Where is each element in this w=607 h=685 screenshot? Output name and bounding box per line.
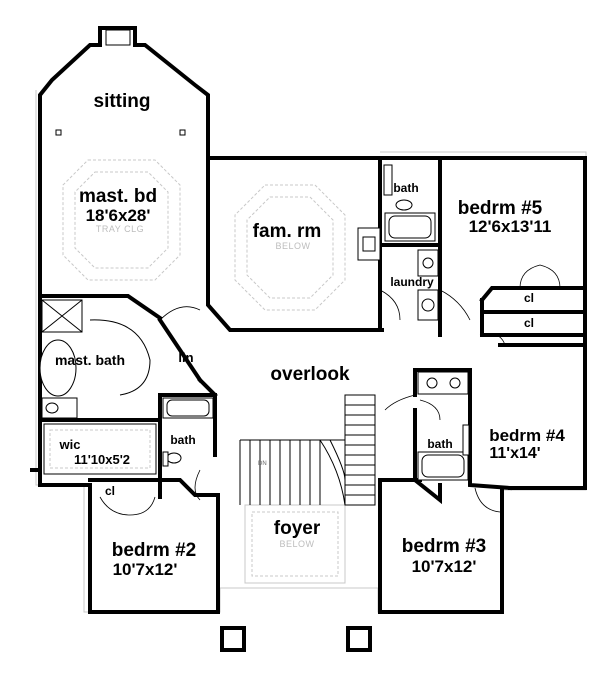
label-foyer: foyer — [274, 518, 321, 539]
label-bedroom3: bedrm #3 — [402, 536, 486, 557]
label-stair-dn: DN — [258, 461, 267, 467]
label-bedroom4: bedrm #4 — [489, 426, 565, 445]
label-family-below: BELOW — [275, 241, 310, 251]
label-bedroom2-size: 10'7x12' — [113, 560, 178, 579]
label-tray-ceiling: TRAY CLG — [96, 224, 144, 234]
label-overlook: overlook — [270, 364, 350, 385]
family-ceiling-outline — [234, 184, 346, 311]
doors — [99, 264, 561, 516]
label-bedroom2: bedrm #2 — [112, 540, 196, 561]
label-bedroom3-size: 10'7x12' — [412, 557, 477, 576]
label-closet-b: cl — [524, 316, 534, 330]
label-laundry: laundry — [390, 275, 434, 289]
label-linen: lin — [178, 350, 193, 365]
label-master-bed: mast. bd — [79, 186, 157, 207]
label-bath-top: bath — [393, 181, 418, 195]
label-family-room: fam. rm — [253, 221, 322, 242]
label-foyer-below: BELOW — [279, 539, 314, 549]
label-wic-size: 11'10x5'2 — [74, 452, 130, 467]
label-closet-c: cl — [105, 484, 115, 498]
label-closet-a: cl — [524, 291, 534, 305]
label-bath-right: bath — [427, 437, 452, 451]
walls — [30, 26, 587, 614]
label-wic: wic — [59, 437, 81, 452]
label-bath-left: bath — [170, 433, 195, 447]
staircase — [239, 394, 376, 506]
porch-column-left — [220, 626, 246, 652]
label-bedroom4-size: 11'x14' — [489, 445, 540, 462]
porch-column-right — [346, 626, 372, 652]
label-bedroom5-size: 12'6x13'11 — [469, 217, 552, 236]
label-sitting: sitting — [94, 91, 151, 112]
tray-ceiling-outline — [62, 159, 181, 281]
label-master-bath: mast. bath — [55, 352, 125, 368]
label-bedroom5: bedrm #5 — [458, 198, 543, 219]
label-master-bed-size: 18'6x28' — [86, 206, 151, 225]
